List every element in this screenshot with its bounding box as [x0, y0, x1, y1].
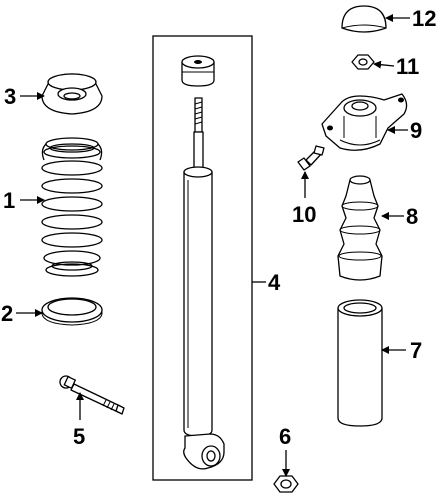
mount-bolt: [297, 145, 325, 171]
callout-12: 12: [412, 6, 436, 31]
leader-arrows: [16, 14, 410, 477]
callout-7: 7: [410, 338, 422, 363]
lower-nut: [273, 475, 299, 493]
callout-5: 5: [73, 424, 85, 449]
dust-cap: [341, 5, 387, 33]
bump-stop: [337, 175, 383, 281]
callout-10: 10: [292, 202, 316, 227]
callout-6: 6: [279, 424, 291, 449]
dust-boot: [337, 299, 383, 427]
mounting-bolt: [59, 375, 125, 415]
callout-3: 3: [4, 84, 16, 109]
shock-assembly-box: [152, 35, 253, 481]
callout-1: 1: [3, 188, 15, 213]
top-nut: [351, 54, 375, 70]
callout-9: 9: [410, 118, 422, 143]
callout-8: 8: [406, 204, 418, 229]
callout-4: 4: [268, 270, 281, 295]
upper-shock-mount: [321, 93, 408, 151]
upper-spring-seat: [41, 73, 103, 115]
callout-11: 11: [396, 54, 419, 79]
lower-spring-insulator: [41, 297, 103, 326]
callout-2: 2: [1, 301, 13, 326]
coil-spring: [41, 137, 103, 277]
shock-absorber: [181, 55, 225, 470]
